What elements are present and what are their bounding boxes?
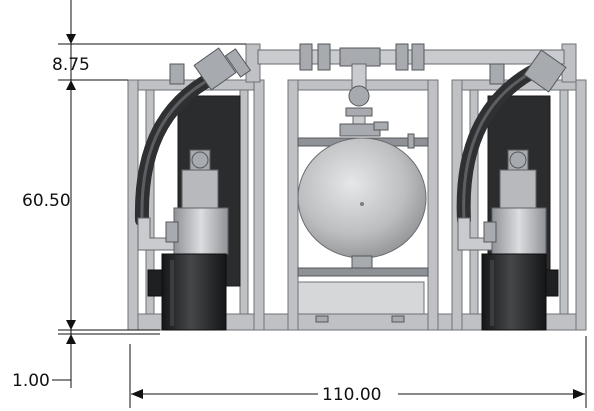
manifold-pipe — [169, 43, 577, 149]
dimension-height: 60.50 — [22, 191, 71, 211]
pump-skid — [127, 43, 587, 331]
arrow-base-down — [66, 320, 76, 330]
arrow-width-right — [573, 389, 585, 399]
arrow-base-up — [66, 334, 76, 344]
pressure-tank — [297, 137, 427, 269]
right-hose — [456, 49, 567, 251]
arrow-frame-up — [66, 80, 76, 90]
dimension-base-offset: 1.00 — [12, 371, 50, 391]
left-motor — [147, 253, 227, 331]
arrow-top-down — [66, 34, 76, 44]
dimension-width: 110.00 — [322, 385, 381, 405]
arrow-width-left — [131, 389, 143, 399]
dimension-annotations: 8.75 60.50 1.00 110.00 — [12, 0, 587, 408]
left-pump — [165, 149, 229, 255]
right-pump — [483, 149, 547, 255]
control-box — [297, 281, 425, 315]
dimension-top-offset: 8.75 — [52, 55, 90, 75]
right-motor — [481, 253, 559, 331]
